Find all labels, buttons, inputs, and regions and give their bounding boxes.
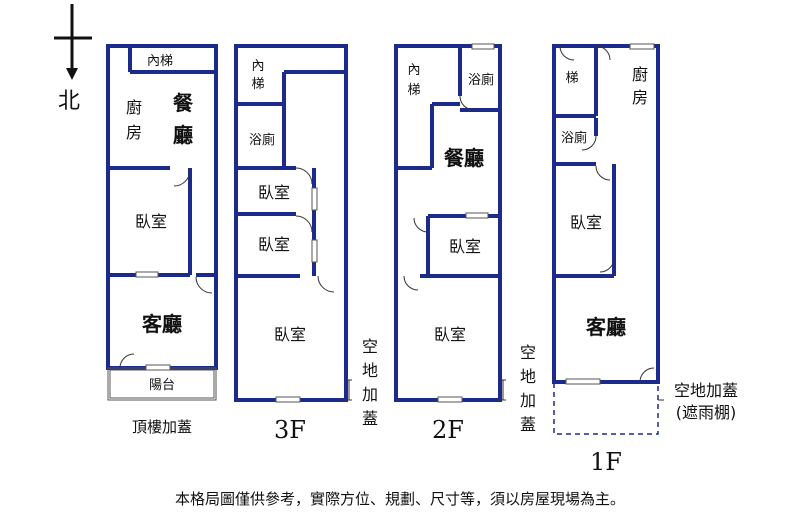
first-floor-bedroom-label: 臥室 bbox=[570, 213, 602, 232]
first-floor-name: 1F bbox=[590, 448, 622, 476]
rooftop-balcony-label: 陽台 bbox=[149, 378, 175, 393]
svg-text:空: 空 bbox=[520, 343, 536, 362]
svg-text:地: 地 bbox=[520, 367, 536, 386]
svg-text:空: 空 bbox=[362, 337, 378, 356]
north-compass: 北 bbox=[54, 4, 92, 114]
first-floor-canopy-note-sub: (遮雨棚) bbox=[676, 403, 737, 422]
first-floor-living-label: 客廳 bbox=[585, 315, 626, 339]
svg-text:臥室: 臥室 bbox=[258, 235, 290, 254]
first-floor-outer-wall bbox=[552, 44, 660, 384]
third-floor-bath-label: 浴廁 bbox=[249, 132, 275, 148]
rooftop-window bbox=[135, 271, 159, 278]
svg-text:臥室: 臥室 bbox=[434, 325, 466, 344]
svg-text:房: 房 bbox=[632, 88, 648, 107]
third-floor-door bbox=[295, 167, 313, 185]
second-floor-bath-label: 浴廁 bbox=[468, 72, 494, 88]
svg-text:廳: 廳 bbox=[173, 123, 193, 147]
svg-text:加: 加 bbox=[520, 391, 536, 410]
rooftop-living-label: 客廳 bbox=[141, 312, 182, 336]
svg-text:廚: 廚 bbox=[126, 98, 142, 117]
second-floor-name: 2F bbox=[432, 416, 464, 444]
svg-text:臥室: 臥室 bbox=[258, 183, 290, 202]
second-floor-door bbox=[459, 95, 475, 111]
third-floor-name: 3F bbox=[274, 416, 306, 444]
third-floor-outer-wall bbox=[234, 44, 348, 402]
svg-text:地: 地 bbox=[362, 361, 378, 380]
second-floor-outer-wall bbox=[394, 44, 502, 402]
first-floor-canopy-outline bbox=[553, 381, 659, 435]
second-floor-dining-label: 餐廳 bbox=[444, 146, 484, 170]
second-floor-plan: 內 梯 浴廁 餐廳 臥室 臥室 空 地 加 蓋 2F bbox=[394, 43, 536, 444]
first-floor-canopy-note: 空地加蓋 bbox=[674, 381, 738, 400]
svg-text:梯: 梯 bbox=[407, 83, 420, 98]
svg-text:臥室: 臥室 bbox=[449, 237, 481, 256]
svg-text:餐: 餐 bbox=[173, 91, 194, 115]
first-floor-door bbox=[559, 45, 575, 61]
svg-text:房: 房 bbox=[126, 123, 142, 142]
disclaimer-note: 本格局圖僅供參考，實際方位、規劃、尺寸等，須以房屋現場為主。 bbox=[175, 490, 625, 508]
svg-text:梯: 梯 bbox=[251, 77, 264, 92]
first-floor-plan: 梯 廚 房 浴廁 臥室 客廳 空地加蓋 (遮雨棚) 1F bbox=[552, 43, 738, 476]
svg-text:蓋: 蓋 bbox=[520, 415, 536, 434]
first-floor-bath-label: 浴廁 bbox=[561, 130, 587, 146]
compass-north-label: 北 bbox=[58, 89, 80, 114]
svg-text:臥室: 臥室 bbox=[274, 325, 306, 344]
svg-text:內: 內 bbox=[407, 63, 420, 78]
rooftop-bedroom-label: 臥室 bbox=[135, 212, 167, 231]
svg-text:內: 內 bbox=[251, 59, 264, 74]
third-floor-plan: 內 梯 浴廁 臥室 臥室 臥室 空 地 加 蓋 3F bbox=[234, 44, 378, 444]
svg-text:蓋: 蓋 bbox=[362, 409, 378, 428]
rooftop-floor-name: 頂樓加蓋 bbox=[132, 418, 192, 436]
svg-text:加: 加 bbox=[362, 385, 378, 404]
first-floor-stair-label: 梯 bbox=[565, 71, 578, 86]
north-arrow-icon bbox=[66, 68, 78, 80]
rooftop-door bbox=[173, 169, 191, 187]
svg-text:廚: 廚 bbox=[632, 65, 648, 84]
rooftop-plan: 內梯 廚 房 餐 廳 臥室 客廳 陽台 頂樓加蓋 bbox=[106, 44, 218, 436]
rooftop-stair-label: 內梯 bbox=[147, 54, 173, 69]
